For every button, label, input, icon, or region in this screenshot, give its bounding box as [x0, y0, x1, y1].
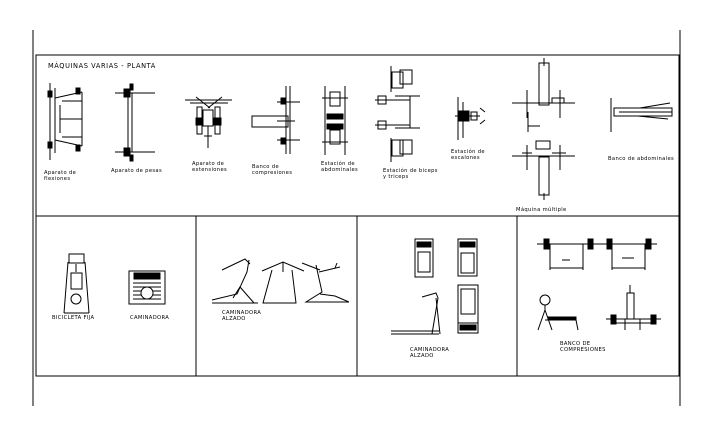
flexiones-machine-symbol	[48, 83, 82, 160]
escalones-symbol	[455, 97, 485, 140]
label-aparato-extensiones: Aparato de extensiones	[192, 161, 228, 174]
banco-compresiones-symbol	[252, 86, 300, 154]
label-aparato-pesas: Aparato de pesas	[111, 168, 162, 174]
caminadora-alzado-3	[302, 263, 349, 302]
label-banco-abdominales: Banco de abdominales	[608, 156, 675, 162]
caminadora-planta-symbol	[129, 271, 165, 304]
label-estacion-biceps-triceps: Estación de biceps y triceps	[383, 168, 438, 181]
estacion-abdominales-symbol	[322, 86, 348, 155]
label-caminadora-alzado-panel3: CAMINADORA ALZADO	[410, 347, 450, 360]
label-estacion-abdominales: Estación de abdominales	[321, 161, 359, 174]
section-title: MÁQUINAS VARIAS - PLANTA	[48, 62, 156, 70]
consola-caminadora-1	[415, 239, 433, 277]
label-aparato-flexiones: Aparato de flexiones	[44, 170, 77, 183]
banco-compresiones-vista-1	[537, 239, 600, 270]
banco-compresiones-vista-2	[600, 239, 657, 270]
label-estacion-escalones: Estación de escalones	[451, 149, 485, 162]
biceps-triceps-symbol	[375, 66, 420, 162]
caminadora-alzado-2	[262, 262, 304, 303]
banco-compresiones-vista-3	[538, 295, 578, 330]
label-banco-compresiones: Banco de compresiones	[252, 164, 293, 177]
label-banco-compresiones-panel4: BANCO DE COMPRESIONES	[560, 341, 606, 354]
banco-compresiones-vista-4	[606, 285, 661, 330]
caminadora-lateral	[391, 293, 440, 334]
bicicleta-fija-symbol	[64, 254, 89, 313]
banco-abdominales-symbol	[611, 98, 672, 132]
label-caminadora-alzado-panel2: CAMINADORA ALZADO	[222, 310, 262, 323]
extensiones-machine-symbol	[185, 97, 232, 148]
maquina-multiple-symbol	[512, 58, 575, 200]
consola-caminadora-2	[458, 239, 477, 276]
caminadora-alzado-1	[212, 259, 258, 303]
label-caminadora: CAMINADORA	[130, 315, 170, 321]
label-bicicleta-fija: BICICLETA FIJA	[52, 315, 95, 321]
label-maquina-multiple: Máquina múltiple	[516, 207, 567, 213]
caminadora-frontal	[458, 285, 478, 333]
pesas-machine-symbol	[115, 84, 155, 161]
